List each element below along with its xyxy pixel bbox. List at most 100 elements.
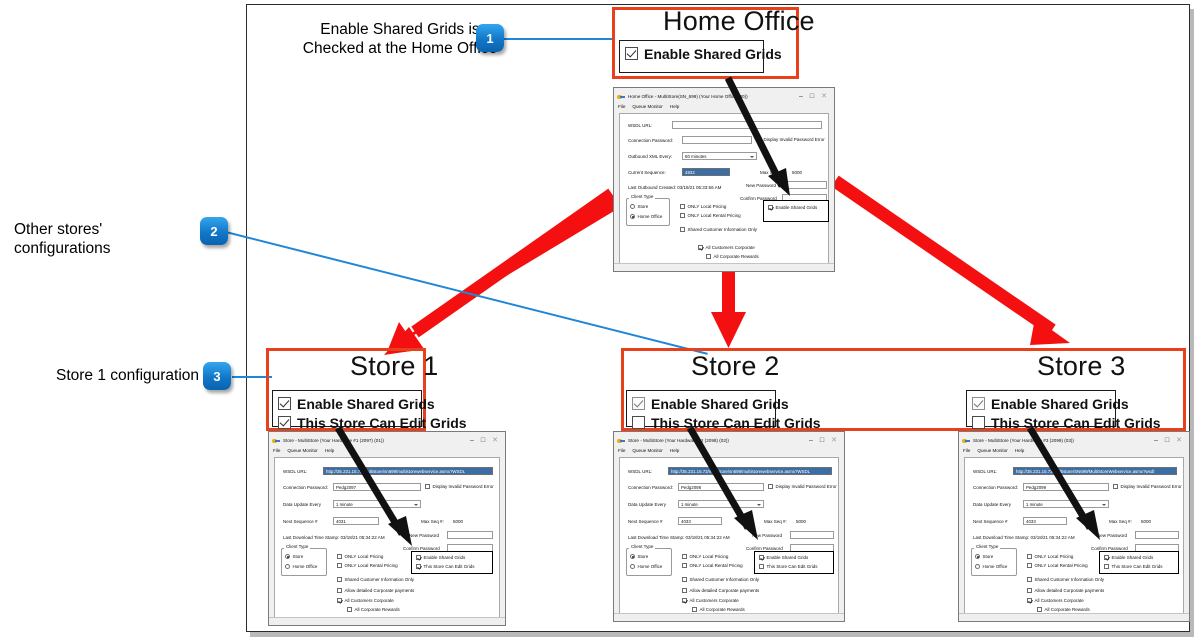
only-local-pricing-checkbox[interactable]: ONLY Local Pricing [682, 554, 728, 559]
enable-shared-grids-checkbox[interactable]: Enable Shared Grids [1104, 555, 1153, 560]
menu-queue-monitor[interactable]: Queue Monitor [632, 104, 663, 109]
checkbox-icon[interactable] [337, 588, 342, 593]
allow-detailed-corporate-payments-checkbox[interactable]: Allow detailed Corporate payments [682, 588, 759, 593]
all-customers-corporate-checkbox[interactable]: All Customers Corporate [337, 598, 394, 603]
all-customers-corporate-checkbox[interactable]: All Customers Corporate [1027, 598, 1084, 603]
close-icon[interactable]: ✕ [492, 437, 498, 444]
checkbox-icon[interactable] [682, 598, 687, 603]
menubar[interactable]: File Queue Monitor Help [614, 103, 834, 114]
radio-icon[interactable] [285, 564, 290, 569]
this-store-can-edit-grids-checkbox[interactable]: This Store Can Edit Grids [759, 564, 818, 569]
checkbox-icon[interactable] [706, 254, 711, 259]
display-invalid-password-error-checkbox[interactable]: Display Invalid Password Error [425, 484, 494, 489]
only-local-pricing-checkbox[interactable]: ONLY Local Pricing [337, 554, 383, 559]
connection-password-input[interactable]: Pedg2098 [678, 482, 764, 491]
maximize-icon[interactable]: □ [1164, 437, 1170, 444]
only-local-pricing-checkbox[interactable]: ONLY Local Pricing [1027, 554, 1073, 559]
client-type-store-radio[interactable]: Store [975, 554, 993, 559]
menubar[interactable]: File Queue Monitor Help [269, 447, 505, 458]
checkbox-icon[interactable] [1027, 554, 1032, 559]
all-corporate-rewards-checkbox[interactable]: All Corporate Rewards [347, 607, 400, 612]
connection-password-input[interactable]: Pedg2099 [1023, 482, 1109, 491]
checkbox-icon[interactable] [1104, 564, 1109, 569]
menubar[interactable]: File Queue Monitor Help [614, 447, 844, 458]
only-local-rental-pricing-checkbox[interactable]: ONLY Local Rental Pricing [682, 563, 743, 568]
menu-help[interactable]: Help [669, 104, 680, 109]
enable-shared-grids-checkbox[interactable]: Enable Shared Grids [759, 555, 808, 560]
checkbox-icon[interactable] [759, 564, 764, 569]
checkbox-icon[interactable] [768, 484, 773, 489]
checkbox-icon[interactable] [1037, 607, 1042, 612]
menu-file[interactable]: File [618, 448, 626, 453]
checkbox-icon[interactable] [278, 416, 291, 429]
all-customers-corporate-checkbox[interactable]: All Customers Corporate [682, 598, 739, 603]
new-password-input[interactable] [790, 530, 834, 539]
new-password-input[interactable] [782, 180, 827, 189]
checkbox-icon[interactable] [680, 227, 685, 232]
checkbox-icon[interactable] [680, 204, 685, 209]
shared-customer-information-only-checkbox[interactable]: Shared Customer Information Only [337, 577, 414, 582]
connection-password-input[interactable]: Pedg2097 [333, 482, 421, 491]
radio-icon[interactable] [975, 564, 980, 569]
client-type-store-radio[interactable]: Store [630, 204, 648, 209]
shared-customer-information-only-checkbox[interactable]: Shared Customer Information Only [680, 227, 757, 232]
checkbox-icon[interactable] [337, 577, 342, 582]
checkbox-icon[interactable] [278, 397, 291, 410]
callout-1-badge[interactable]: 1 [476, 24, 504, 52]
store-1-can-edit-grids-row[interactable]: This Store Can Edit Grids [278, 413, 467, 432]
sequence-input[interactable]: 4033 [678, 516, 722, 525]
menu-queue-monitor[interactable]: Queue Monitor [632, 448, 663, 453]
maximize-icon[interactable]: □ [480, 437, 486, 444]
only-local-rental-pricing-checkbox[interactable]: ONLY Local Rental Pricing [337, 563, 398, 568]
all-corporate-rewards-checkbox[interactable]: All Corporate Rewards [1037, 607, 1090, 612]
connection-password-input[interactable] [682, 135, 752, 144]
home-office-dialog[interactable]: Home Office - MultiStore(SN_699) (Your H… [613, 87, 835, 272]
titlebar[interactable]: Store - MultiStore (Your Hardware #1 (20… [269, 432, 505, 447]
minimize-icon[interactable]: – [798, 93, 803, 100]
checkbox-icon[interactable] [632, 397, 645, 410]
checkbox-icon[interactable] [698, 245, 703, 250]
checkbox-icon[interactable] [1113, 484, 1118, 489]
radio-icon[interactable] [630, 554, 635, 559]
checkbox-icon[interactable] [682, 588, 687, 593]
home-office-enable-shared-grids-row[interactable]: Enable Shared Grids [625, 44, 782, 63]
checkbox-icon[interactable] [768, 205, 773, 210]
store-1-enable-shared-grids-row[interactable]: Enable Shared Grids [278, 394, 435, 413]
checkbox-icon[interactable] [337, 598, 342, 603]
store-2-can-edit-grids-row[interactable]: This Store Can Edit Grids [632, 413, 821, 432]
menu-file[interactable]: File [618, 104, 626, 109]
allow-detailed-corporate-payments-checkbox[interactable]: Allow detailed Corporate payments [337, 588, 414, 593]
all-corporate-rewards-checkbox[interactable]: All Corporate Rewards [706, 254, 759, 259]
close-icon[interactable]: ✕ [1176, 437, 1182, 444]
only-local-rental-pricing-checkbox[interactable]: ONLY Local Rental Pricing [680, 213, 741, 218]
checkbox-icon[interactable] [756, 137, 761, 142]
checkbox-icon[interactable] [347, 607, 352, 612]
shared-customer-information-only-checkbox[interactable]: Shared Customer Information Only [1027, 577, 1104, 582]
menubar[interactable]: File Queue Monitor Help [959, 447, 1189, 458]
store-2-dialog[interactable]: Store - MultiStore (Your Hardware #2 (20… [613, 431, 845, 622]
new-password-input[interactable] [1135, 530, 1179, 539]
menu-file[interactable]: File [273, 448, 281, 453]
client-type-home-office-radio[interactable]: Home Office [630, 564, 662, 569]
checkbox-icon[interactable] [416, 564, 421, 569]
menu-queue-monitor[interactable]: Queue Monitor [977, 448, 1008, 453]
checkbox-icon[interactable] [682, 577, 687, 582]
radio-icon[interactable] [285, 554, 290, 559]
wsdl-input[interactable]: http://35.231.15.73/multistore/sn699/mul… [668, 466, 832, 475]
store-3-dialog[interactable]: Store - MultiStore (Your Hardware #3 (20… [958, 431, 1190, 622]
interval-select[interactable]: 60 minutes [682, 151, 757, 160]
checkbox-icon[interactable] [632, 416, 645, 429]
radio-icon[interactable] [630, 204, 635, 209]
checkbox-icon[interactable] [416, 555, 421, 560]
client-type-store-radio[interactable]: Store [630, 554, 648, 559]
checkbox-icon[interactable] [625, 47, 638, 60]
new-password-input[interactable] [447, 530, 493, 539]
close-icon[interactable]: ✕ [831, 437, 837, 444]
client-type-home-office-radio[interactable]: Home Office [285, 564, 317, 569]
checkbox-icon[interactable] [972, 416, 985, 429]
checkbox-icon[interactable] [425, 484, 430, 489]
only-local-rental-pricing-checkbox[interactable]: ONLY Local Rental Pricing [1027, 563, 1088, 568]
interval-select[interactable]: 1 minute [1023, 499, 1109, 508]
client-type-store-radio[interactable]: Store [285, 554, 303, 559]
this-store-can-edit-grids-checkbox[interactable]: This Store Can Edit Grids [416, 564, 475, 569]
